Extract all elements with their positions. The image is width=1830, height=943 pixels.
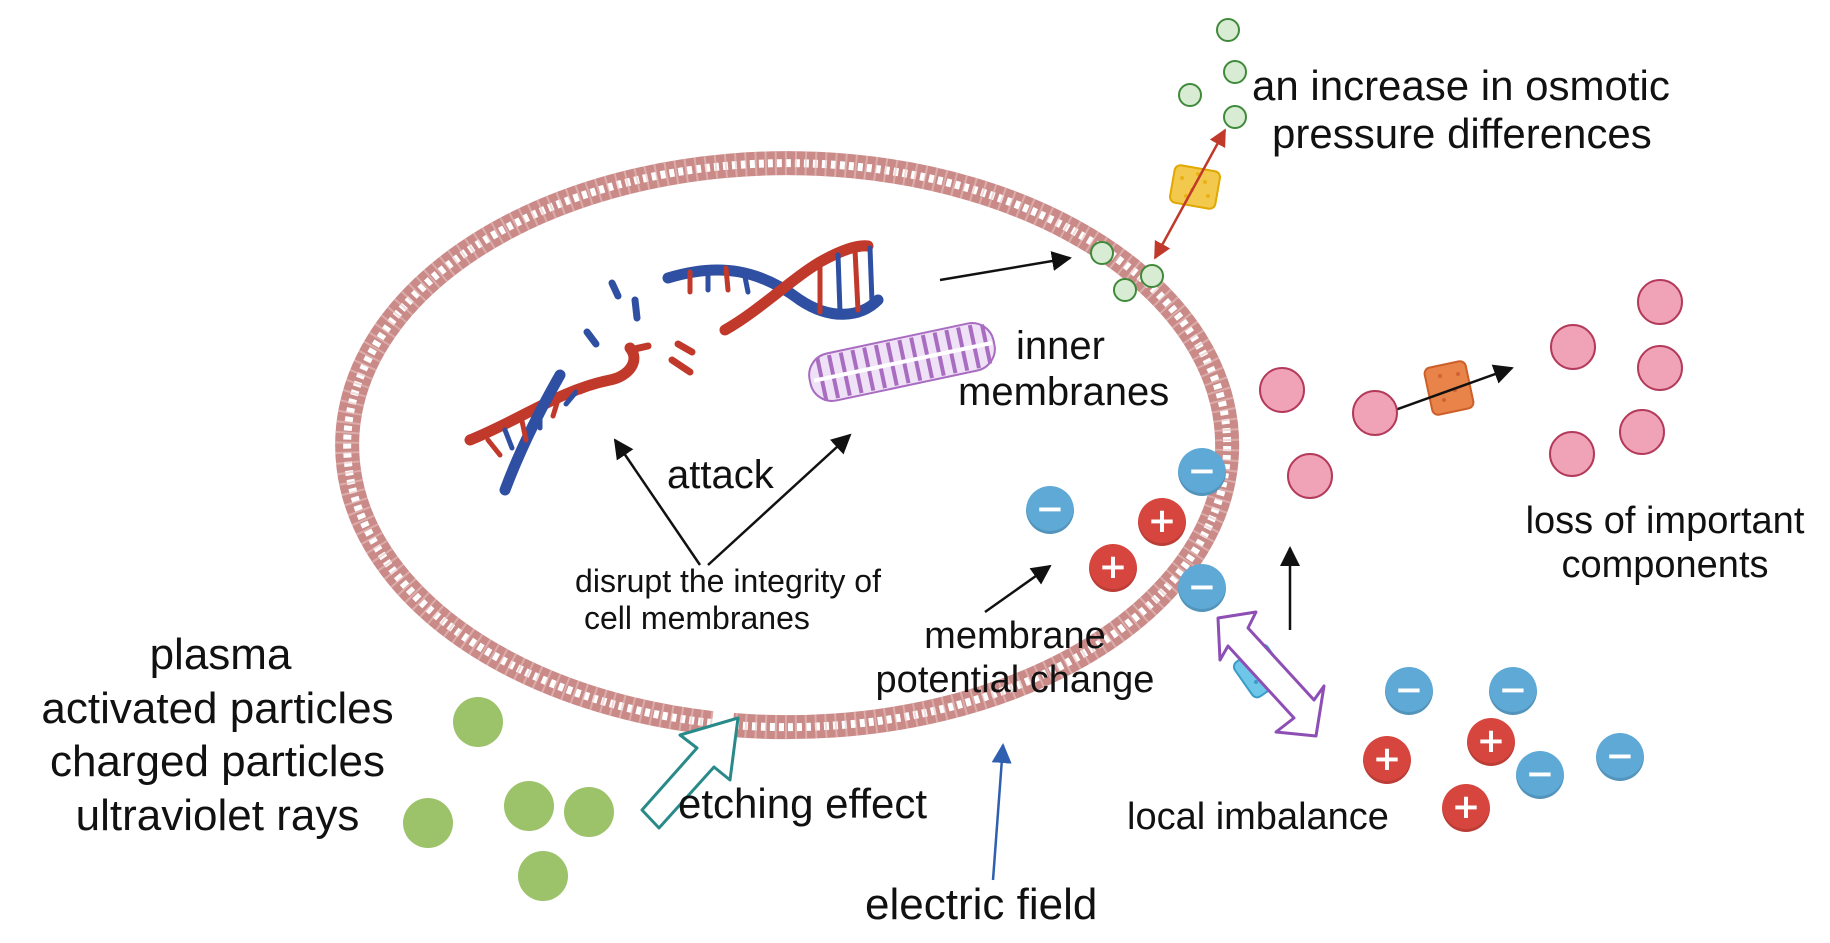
arrows (613, 128, 1514, 881)
osmotic-line-2: pressure differences (1272, 110, 1652, 158)
anion-icon: − (1385, 667, 1433, 715)
anion-icon: − (1178, 448, 1226, 496)
inner-line-1: inner (1016, 324, 1105, 368)
arrow-osmotic-exchange (1153, 128, 1227, 260)
minus-glyph: − (1525, 753, 1555, 794)
potential-line-1: membrane (924, 615, 1106, 657)
inner-line-2: membranes (958, 370, 1170, 414)
osmotic-line-1: an increase in osmotic (1252, 62, 1670, 109)
agent-uv: ultraviolet rays (75, 791, 360, 841)
etching-arrow (640, 716, 740, 830)
minus-glyph: − (1035, 488, 1065, 529)
disrupt-label: disrupt the integrity of cell membranes (538, 563, 918, 637)
arrow-electric-field (991, 743, 1012, 881)
inner-membrane-icon (808, 322, 996, 402)
plasma-particles (403, 697, 614, 901)
cation-icon: + (1363, 736, 1411, 784)
minus-glyph: − (1187, 566, 1217, 607)
plus-glyph: + (1098, 546, 1128, 587)
arrow-to-osmotic (939, 251, 1072, 282)
cation-icon: + (1089, 544, 1137, 592)
plus-glyph: + (1372, 738, 1402, 779)
membrane-potential-label: membrane potential change (850, 615, 1180, 702)
plus-glyph: + (1451, 786, 1481, 827)
minus-glyph: − (1394, 669, 1424, 710)
pink-components (1259, 279, 1683, 499)
dna-damaged-icon (464, 279, 696, 496)
etching-label: etching effect (678, 780, 928, 827)
plus-glyph: + (1476, 720, 1506, 761)
anion-icon: − (1026, 486, 1074, 534)
minus-glyph: − (1498, 669, 1528, 710)
agent-plasma: plasma (149, 630, 292, 679)
cation-icon: + (1138, 498, 1186, 546)
anion-icon: − (1596, 733, 1644, 781)
osmotic-particles (1090, 18, 1247, 302)
local-imbalance-label: local imbalance (1127, 796, 1389, 838)
plus-glyph: + (1147, 500, 1177, 541)
minus-glyph: − (1187, 450, 1217, 491)
minus-glyph: − (1605, 735, 1635, 776)
osmotic-label: an increase in osmotic pressure differen… (1252, 62, 1670, 159)
arrow-attack-dna (613, 438, 702, 566)
inner-membranes-label: inner membranes (958, 323, 1169, 415)
arrow-leak (1394, 364, 1514, 412)
agents-label: plasma activated particles charged parti… (0, 628, 435, 843)
cation-icon: + (1467, 718, 1515, 766)
anion-icon: − (1178, 564, 1226, 612)
anion-icon: − (1516, 751, 1564, 799)
anion-icon: − (1489, 667, 1537, 715)
cation-icon: + (1442, 784, 1490, 832)
leak-channel (1423, 360, 1475, 416)
disrupt-line-2: cell membranes (584, 599, 810, 636)
potential-line-2: potential change (875, 658, 1155, 701)
attack-label: attack (667, 453, 774, 497)
loss-line-2: components (1561, 543, 1769, 586)
cell-membrane (335, 151, 1240, 740)
loss-line-1: loss of important (1525, 500, 1805, 542)
agent-activated: activated particles (41, 683, 394, 733)
arrow-attack-membrane (707, 433, 852, 566)
arrow-potential-change (984, 564, 1052, 614)
loss-label: loss of important components (1500, 500, 1830, 587)
dna-intact-icon (662, 240, 884, 336)
electric-field-label: electric field (865, 880, 1098, 929)
disrupt-line-1: disrupt the integrity of (575, 563, 881, 599)
ion-flow-double-arrow (1216, 610, 1326, 738)
agent-charged: charged particles (49, 737, 386, 787)
